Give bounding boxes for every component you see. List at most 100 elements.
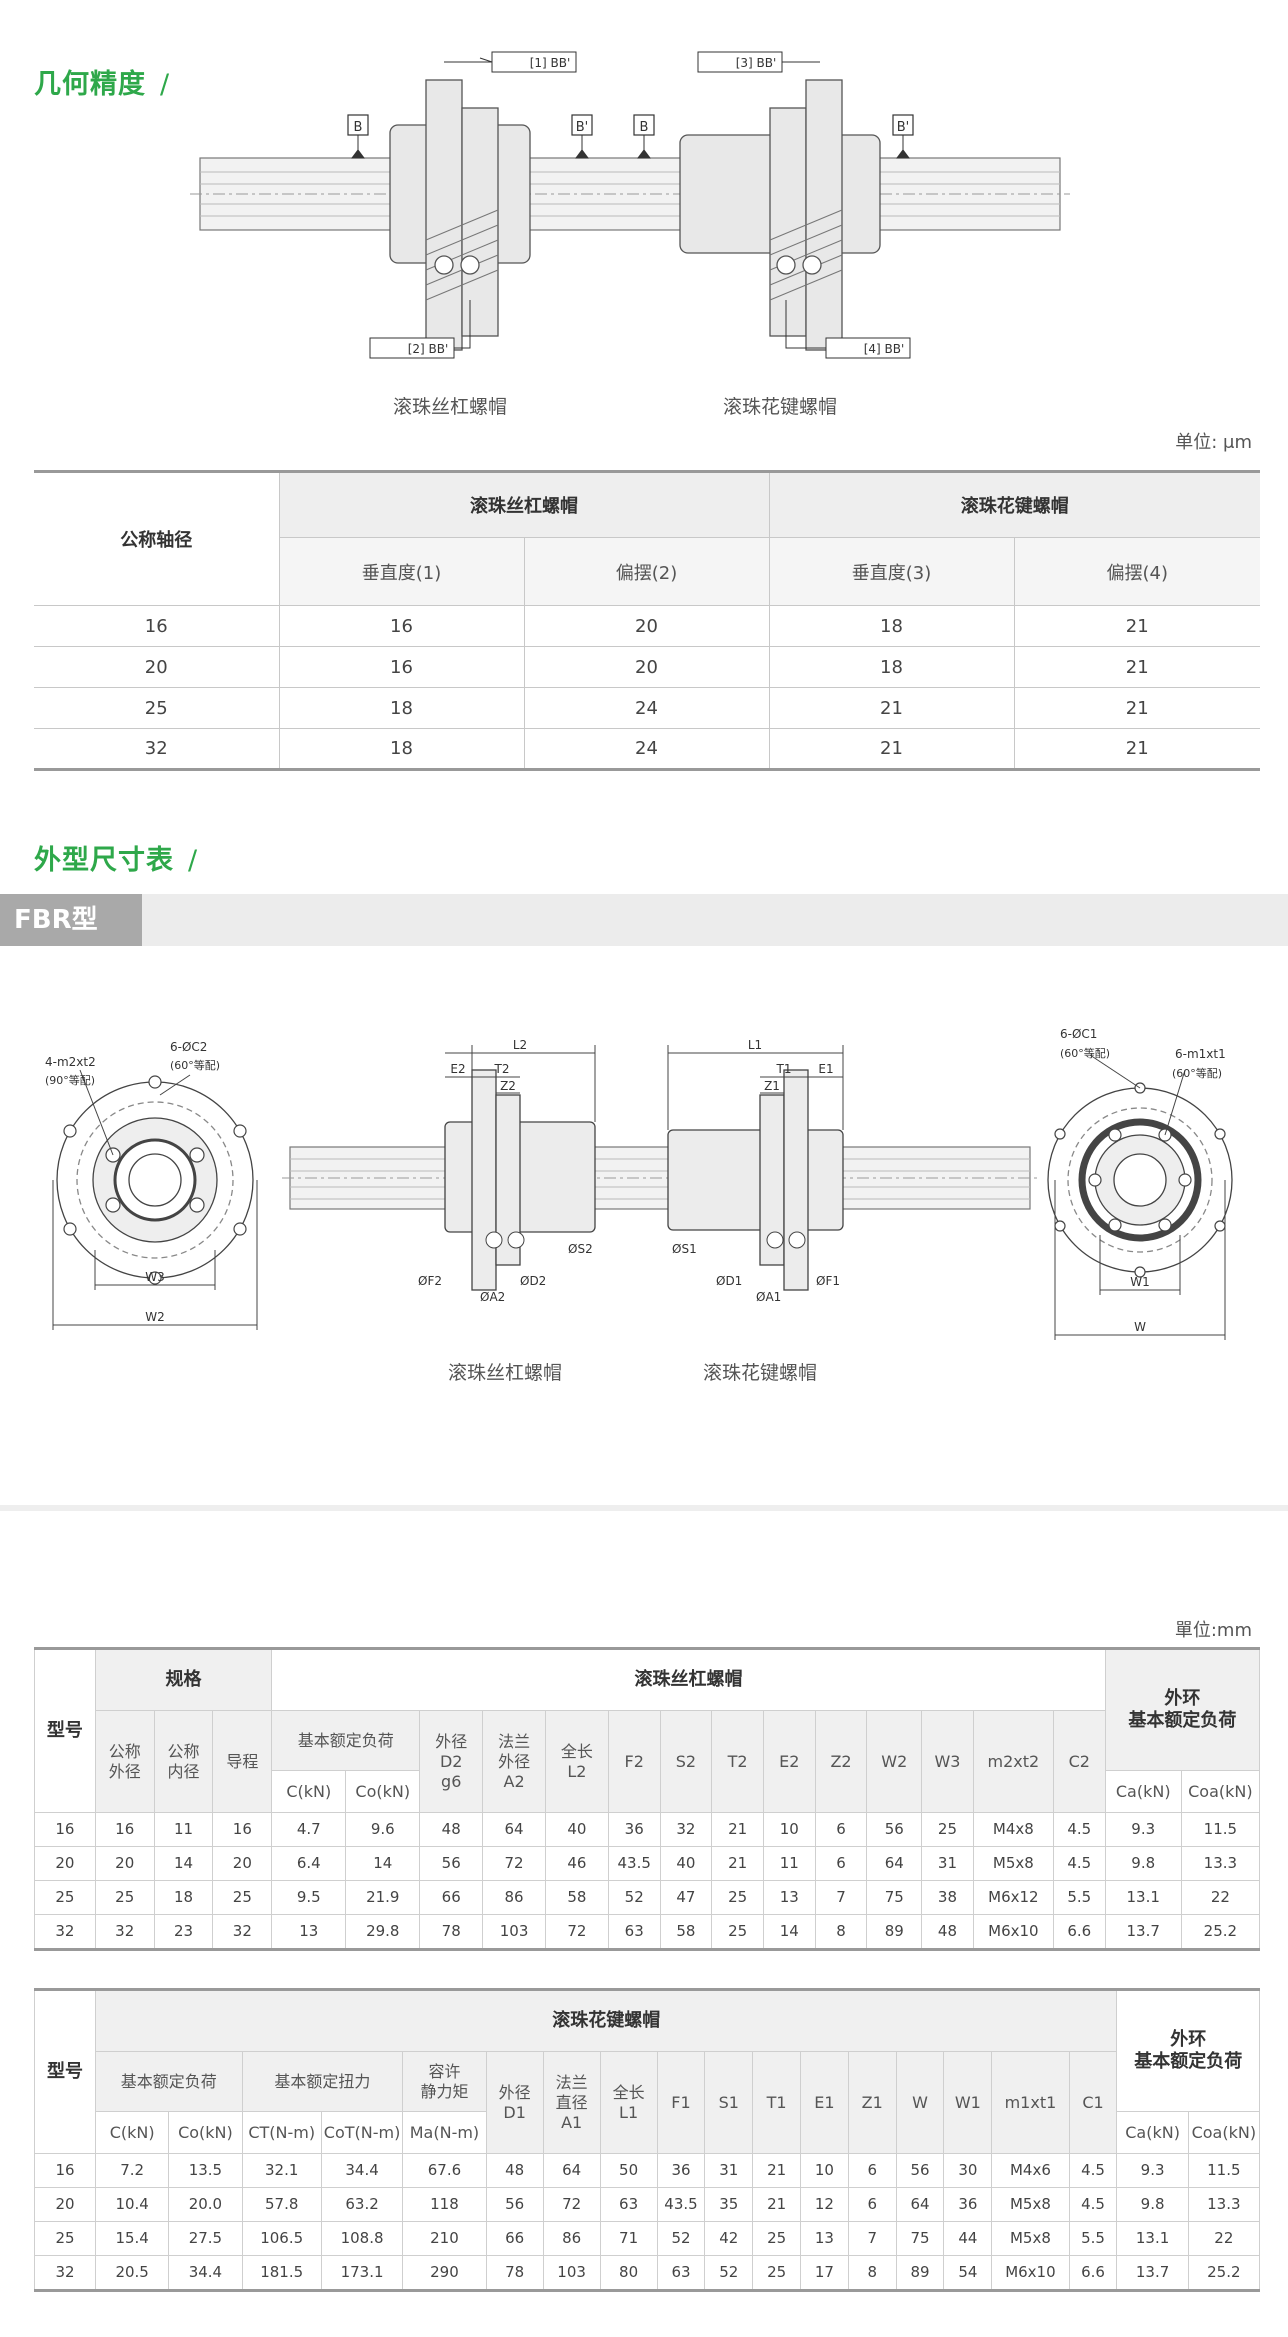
header-s2: S2: [659, 1710, 713, 1813]
cell: 32.1: [241, 2153, 322, 2188]
cell: 6: [847, 2187, 897, 2222]
header-static-moment: 容许 静力矩: [402, 2051, 487, 2112]
cell: 36: [607, 1812, 661, 1847]
cell: 20: [94, 1846, 155, 1881]
ball-spline-nut: [679, 79, 881, 351]
cell: 20: [523, 605, 769, 647]
cell: 14: [153, 1846, 214, 1881]
subheader-perpendicularity-1: 垂直度(1): [278, 537, 524, 606]
cell: 16: [33, 2153, 97, 2188]
cell: 25: [711, 1914, 764, 1950]
cell: 181.5: [241, 2255, 322, 2291]
cell: 18: [768, 646, 1014, 688]
cell: 18: [768, 605, 1014, 647]
label-f2: ØF2: [418, 1274, 442, 1288]
header-d1: 外径 D1: [485, 2051, 544, 2154]
cell: 10: [762, 1812, 816, 1847]
cell: 56: [485, 2187, 544, 2222]
cell: 20.5: [95, 2255, 170, 2291]
label-e2: E2: [450, 1062, 465, 1076]
title-slash: /: [188, 845, 199, 876]
diagram2-caption-left: 滚珠丝杠螺帽: [447, 1362, 562, 1384]
cell: 6: [814, 1812, 868, 1847]
cell: 24: [523, 728, 769, 770]
cell: 75: [866, 1880, 923, 1915]
cell: 20: [33, 2187, 97, 2222]
cell: 31: [704, 2153, 754, 2188]
cell: 108.8: [320, 2221, 404, 2256]
cell: 20: [34, 1846, 96, 1881]
cell: 18: [278, 687, 524, 729]
cell: 21: [711, 1846, 764, 1881]
header-model: 型号: [34, 1648, 96, 1813]
cell: 9.6: [345, 1812, 421, 1847]
header-a2: 法兰 外径 A2: [482, 1710, 546, 1813]
cell: 13.5: [168, 2153, 243, 2188]
cell: 25: [94, 1880, 155, 1915]
cell: 63.2: [320, 2187, 404, 2222]
cell: 29.8: [345, 1914, 421, 1950]
header-w2: W2: [866, 1710, 923, 1813]
header-ma: Ma(N-m): [402, 2111, 487, 2154]
cell: 9.5: [271, 1880, 347, 1915]
cell: 16: [34, 605, 279, 647]
header-l2: 全长 L2: [545, 1710, 609, 1813]
tolerance-frame-4: [4] BB': [864, 342, 905, 356]
geo-unit: 单位: μm: [1175, 432, 1252, 453]
cell: 4.5: [1068, 2187, 1118, 2222]
cell: 21.9: [345, 1880, 421, 1915]
cell: M6x12: [972, 1880, 1054, 1915]
cell: 21: [752, 2153, 802, 2188]
header-outer-load: 外环 基本额定负荷: [1116, 1989, 1260, 2112]
header-ball-screw-nut: 滚珠丝杠螺帽: [271, 1648, 1106, 1711]
header-spec: 规格: [94, 1648, 273, 1711]
cell: 47: [659, 1880, 713, 1915]
cell: 5.5: [1068, 2221, 1118, 2256]
cell: 21: [752, 2187, 802, 2222]
section-divider: [0, 1505, 1288, 1511]
cell: 34.4: [168, 2255, 243, 2291]
dim-unit: 單位:mm: [1174, 1620, 1252, 1641]
cell: 5.5: [1052, 1880, 1106, 1915]
fbr-type-bar: FBR型: [0, 894, 1288, 946]
ball-spline-dimension-table: 型号 滚珠花键螺帽 外环 基本额定负荷 基本额定负荷 基本额定扭力 容许 静力矩…: [33, 1988, 1261, 2292]
cell: 16: [94, 1812, 155, 1847]
label-t1: T1: [776, 1062, 792, 1076]
cell: 22: [1180, 1880, 1261, 1915]
label-s2: ØS2: [568, 1242, 593, 1256]
header-coa: Coa(kN): [1180, 1770, 1261, 1813]
cell: M6x10: [972, 1914, 1054, 1950]
cell: M4x8: [972, 1812, 1054, 1847]
cell: 57.8: [241, 2187, 322, 2222]
cell: 31: [921, 1846, 974, 1881]
cell: 78: [485, 2255, 544, 2291]
cell: 64: [482, 1812, 546, 1847]
cell: 13.3: [1187, 2187, 1261, 2222]
cell: 56: [419, 1846, 484, 1881]
subheader-runout-2: 偏摆(2): [523, 537, 769, 606]
cell: 173.1: [320, 2255, 404, 2291]
cell: 21: [1013, 605, 1260, 647]
cell: 11.5: [1180, 1812, 1261, 1847]
header-cot: CoT(N-m): [320, 2111, 404, 2154]
header-c: C(kN): [271, 1770, 347, 1813]
cell: 4.5: [1052, 1846, 1106, 1881]
cell: 4.5: [1068, 2153, 1118, 2188]
cell: 18: [153, 1880, 214, 1915]
section-title-text: 外型尺寸表: [34, 845, 174, 876]
cell: 13.1: [1104, 1880, 1182, 1915]
datum-b-1: B: [354, 120, 363, 135]
label-a2: ØA2: [480, 1290, 505, 1304]
cell: 25: [212, 1880, 273, 1915]
cell: M5x8: [991, 2187, 1070, 2222]
cell: 6: [847, 2153, 897, 2188]
cell: 13.7: [1104, 1914, 1182, 1950]
cell: 52: [656, 2221, 706, 2256]
cell: 25: [752, 2255, 802, 2291]
datum-bp-2: B': [897, 120, 910, 135]
